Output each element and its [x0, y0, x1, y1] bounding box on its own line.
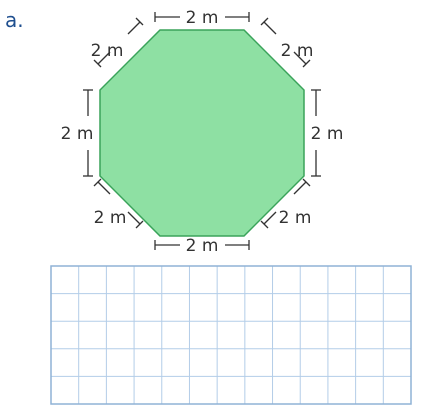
- side-label-top: 2 m: [186, 8, 219, 28]
- side-label-bottom: 2 m: [186, 236, 219, 256]
- answer-grid[interactable]: [50, 265, 412, 405]
- side-label-top-left: 2 m: [91, 41, 124, 61]
- dim-tick: [135, 17, 144, 26]
- side-label-bottom-right: 2 m: [279, 208, 312, 228]
- dim-line: [263, 21, 277, 35]
- dim-line: [97, 181, 111, 195]
- octagon-shape: [99, 29, 305, 237]
- dim-tick: [260, 220, 269, 229]
- side-label-right: 2 m: [311, 124, 344, 144]
- dim-line: [293, 51, 307, 65]
- side-label-top-right: 2 m: [281, 41, 314, 61]
- grid-border: [50, 265, 412, 405]
- dim-line: [127, 211, 141, 225]
- dimension-lines: [83, 12, 321, 250]
- part-label: a.: [5, 8, 24, 32]
- dim-line: [97, 51, 111, 65]
- dim-tick: [135, 220, 144, 229]
- side-label-left: 2 m: [61, 124, 94, 144]
- side-label-bottom-left: 2 m: [94, 208, 127, 228]
- dim-tick: [93, 178, 102, 187]
- dim-tick: [93, 59, 102, 68]
- dim-line: [293, 181, 307, 195]
- dim-line: [127, 21, 141, 35]
- dim-tick: [302, 59, 311, 68]
- dim-tick: [302, 178, 311, 187]
- dim-line: [263, 211, 277, 225]
- dim-tick: [260, 17, 269, 26]
